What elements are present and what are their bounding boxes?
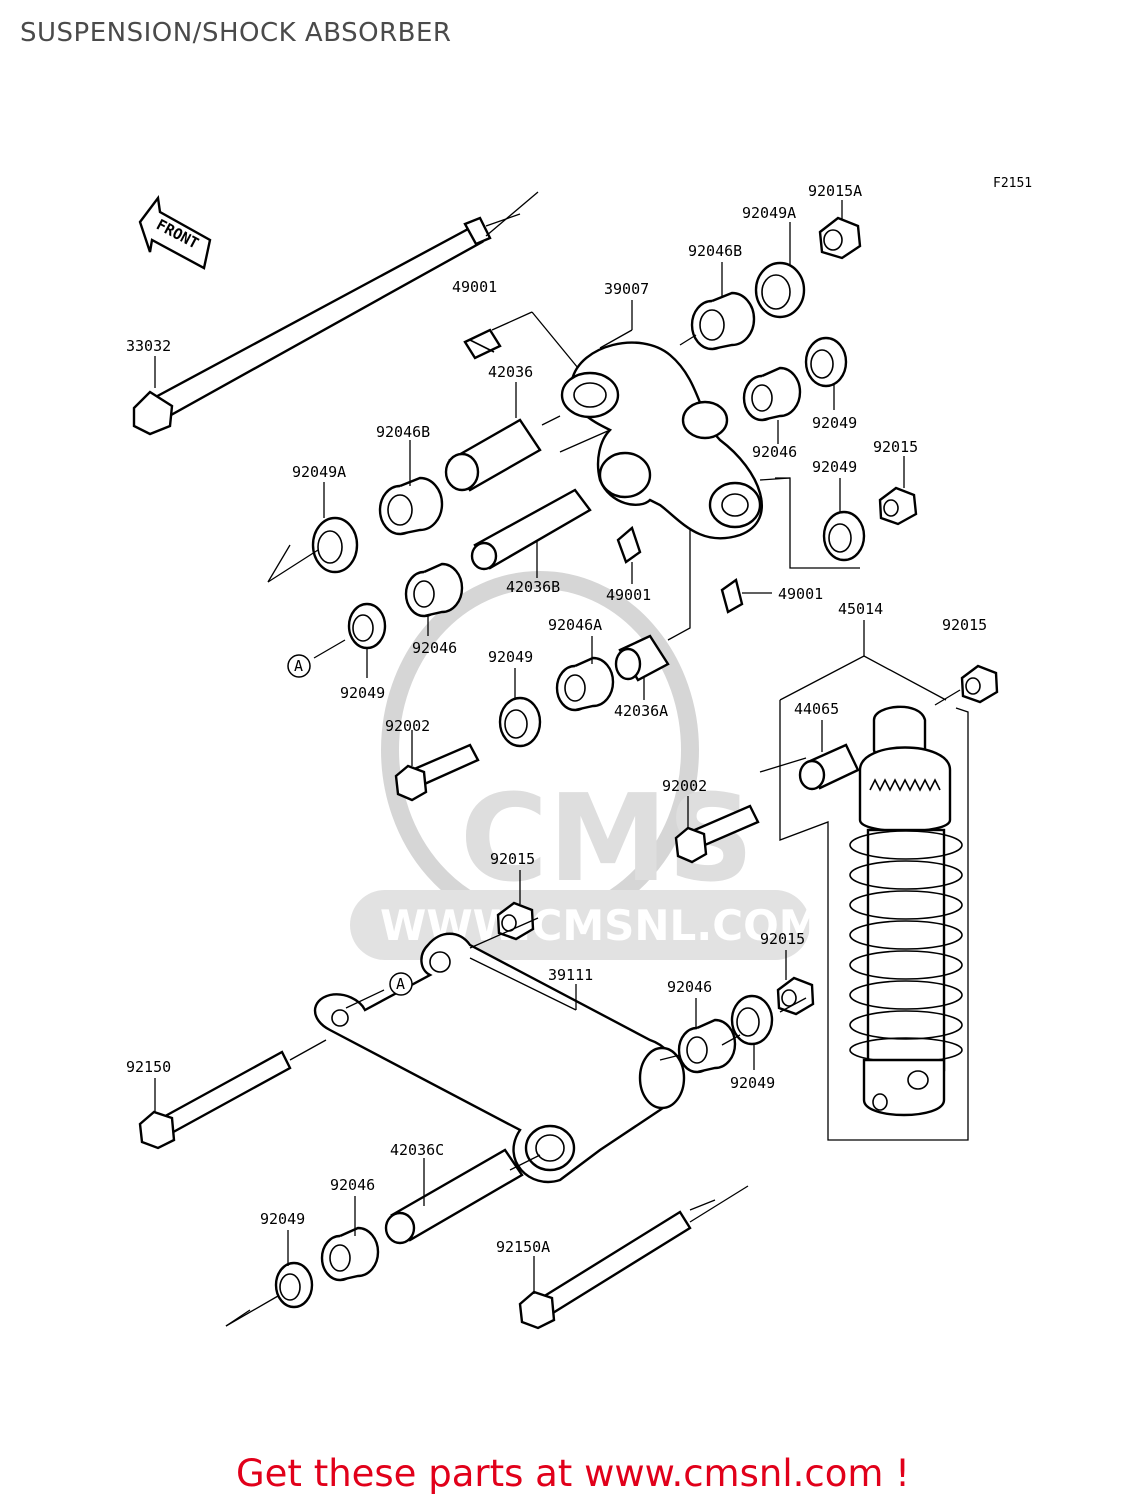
part-39007-rocker-arm[interactable] — [560, 341, 763, 540]
part-92049A-seal-top[interactable] — [754, 261, 806, 319]
part-number-labels: 33032 49001 39007 92046B 92049A 92015A 4… — [126, 182, 987, 1256]
part-42036-sleeve[interactable] — [444, 418, 542, 492]
label-42036: 42036 — [488, 363, 533, 381]
part-92046B-bearing-left[interactable] — [378, 476, 444, 536]
label-92015-r: 92015 — [873, 438, 918, 456]
reference-marker-a-upper: A — [287, 654, 311, 678]
label-92002-left: 92002 — [385, 717, 430, 735]
part-39111-tie-rod[interactable] — [313, 932, 686, 1183]
label-92015-low: 92015 — [490, 850, 535, 868]
label-92049-bottom: 92049 — [260, 1210, 305, 1228]
part-92002-bolt-mid[interactable] — [674, 804, 760, 864]
part-42036B-sleeve[interactable] — [470, 488, 592, 571]
part-92049-seal-low[interactable] — [730, 994, 774, 1046]
part-92046-bearing-mid[interactable] — [404, 562, 464, 618]
label-39111: 39111 — [548, 966, 593, 984]
part-92046A-bearing[interactable] — [555, 656, 615, 712]
part-44065-collar[interactable] — [798, 743, 860, 791]
part-42036C-sleeve[interactable] — [384, 1148, 524, 1245]
label-92015-shock: 92015 — [942, 616, 987, 634]
label-49001-right: 49001 — [778, 585, 823, 603]
svg-text:A: A — [294, 657, 303, 675]
part-92015A-nut[interactable] — [818, 216, 862, 260]
label-45014: 45014 — [838, 600, 883, 618]
part-49001-grease-nipple-mid[interactable] — [616, 525, 642, 564]
label-92049-left-low: 92049 — [340, 684, 385, 702]
label-49001-mid: 49001 — [606, 586, 651, 604]
part-92046-bearing-bottom[interactable] — [320, 1226, 380, 1282]
label-92046-low: 92046 — [667, 978, 712, 996]
label-42036A: 42036A — [614, 702, 668, 720]
part-49001-grease-nipple-right[interactable] — [720, 577, 744, 614]
label-49001-top: 49001 — [452, 278, 497, 296]
label-44065: 44065 — [794, 700, 839, 718]
label-92046-bottom: 92046 — [330, 1176, 375, 1194]
label-33032: 33032 — [126, 337, 171, 355]
part-45014-shock-absorber[interactable] — [849, 705, 963, 1117]
part-92049-seal-mid[interactable] — [498, 696, 542, 748]
svg-text:A: A — [396, 975, 405, 993]
part-92015-nut-shock[interactable] — [960, 664, 999, 704]
label-92015-low2: 92015 — [760, 930, 805, 948]
part-49001-grease-nipple-top[interactable] — [463, 328, 502, 360]
label-92150: 92150 — [126, 1058, 171, 1076]
label-92046B-top: 92046B — [688, 242, 742, 260]
label-92049A-left: 92049A — [292, 463, 346, 481]
part-92015-nut-right[interactable] — [878, 486, 918, 526]
part-92002-bolt-left[interactable] — [394, 743, 480, 802]
part-92049-seal-r2[interactable] — [822, 510, 866, 562]
part-42036A-sleeve[interactable] — [614, 634, 670, 682]
part-92046-bearing-right[interactable] — [742, 366, 802, 422]
footer-promo-link[interactable]: Get these parts at www.cmsnl.com ! — [235, 1452, 910, 1495]
label-92046A: 92046A — [548, 616, 602, 634]
label-42036C: 42036C — [390, 1141, 444, 1159]
page-title: SUSPENSION/SHOCK ABSORBER — [20, 18, 452, 48]
label-92015A: 92015A — [808, 182, 862, 200]
label-92049-low: 92049 — [730, 1074, 775, 1092]
part-92049-seal-left-low[interactable] — [347, 602, 387, 650]
part-92049-seal-r1[interactable] — [804, 336, 848, 388]
label-92046B-left: 92046B — [376, 423, 430, 441]
front-arrow-icon: FRONT — [138, 194, 212, 270]
label-92002-mid: 92002 — [662, 777, 707, 795]
part-92015-nut-low[interactable] — [496, 901, 535, 941]
part-33032-shaft[interactable] — [132, 191, 539, 436]
label-42036B: 42036B — [506, 578, 560, 596]
leader-lines — [154, 200, 969, 1327]
label-92046-mid: 92046 — [412, 639, 457, 657]
label-92049A-top: 92049A — [742, 204, 796, 222]
part-92046-bearing-low[interactable] — [677, 1018, 737, 1074]
part-92015-nut-low2[interactable] — [776, 976, 815, 1016]
figure-reference: F2151 — [993, 176, 1033, 191]
part-92046B-bearing-top[interactable] — [690, 291, 756, 351]
label-92046-r: 92046 — [752, 443, 797, 461]
part-92150A-bolt[interactable] — [518, 1185, 749, 1330]
label-92150A: 92150A — [496, 1238, 550, 1256]
label-39007: 39007 — [604, 280, 649, 298]
part-92150-bolt[interactable] — [138, 1050, 292, 1150]
label-92049-r2: 92049 — [812, 458, 857, 476]
label-92049-mid: 92049 — [488, 648, 533, 666]
label-92049-r1: 92049 — [812, 414, 857, 432]
part-92049A-seal-left[interactable] — [311, 516, 359, 574]
part-92049-seal-bottom[interactable] — [274, 1261, 314, 1309]
reference-marker-a-lower: A — [389, 972, 413, 996]
